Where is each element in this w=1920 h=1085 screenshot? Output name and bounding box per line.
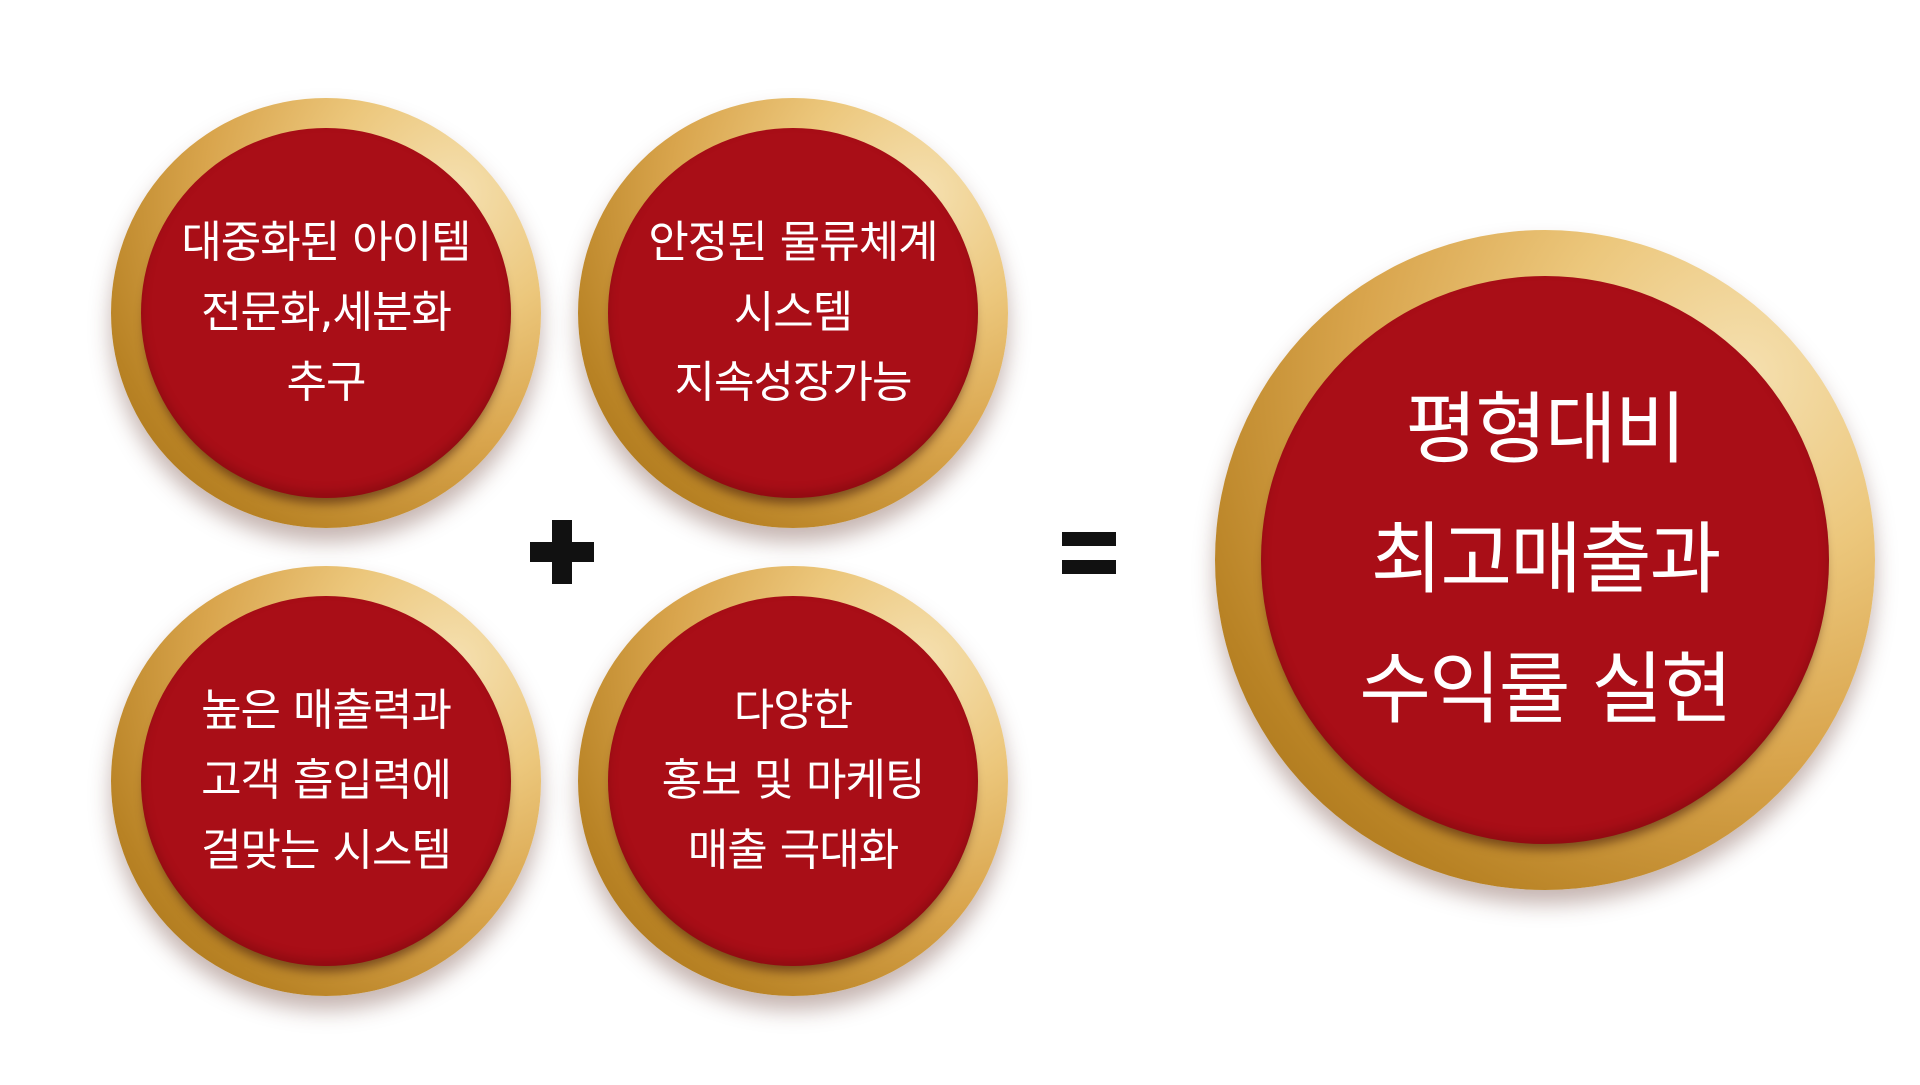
circle-core: 대중화된 아이템 전문화,세분화 추구 [141,128,511,498]
circle-core: 높은 매출력과 고객 흡입력에 걸맞는 시스템 [141,596,511,966]
circle-text-line: 고객 흡입력에 [201,755,452,806]
input-circle-popular-items: 대중화된 아이템 전문화,세분화 추구 [111,98,541,528]
plus-bar-vertical [552,520,572,584]
circle-text-line: 전문화,세분화 [201,287,452,338]
input-circle-logistics-system: 안정된 물류체계 시스템 지속성장가능 [578,98,1008,528]
circle-text-line: 안정된 물류체계 [648,217,938,268]
circle-text-line: 시스템 [733,287,853,338]
circle-text-line: 홍보 및 마케팅 [661,755,926,806]
circle-text-line: 추구 [286,357,367,408]
circle-core: 안정된 물류체계 시스템 지속성장가능 [608,128,978,498]
circle-text-line: 대중화된 아이템 [181,217,471,268]
result-text-line: 평형대비 [1405,385,1686,475]
circle-core: 다양한 홍보 및 마케팅 매출 극대화 [608,596,978,966]
result-circle: 평형대비 최고매출과 수익률 실현 [1215,230,1875,890]
circle-core: 평형대비 최고매출과 수익률 실현 [1261,276,1829,844]
result-text-line: 최고매출과 [1370,515,1722,605]
circle-text-line: 지속성장가능 [674,357,913,408]
input-circle-marketing: 다양한 홍보 및 마케팅 매출 극대화 [578,566,1008,996]
circle-text-line: 높은 매출력과 [201,685,452,736]
circle-text-line: 매출 극대화 [687,825,899,876]
input-circle-sales-power: 높은 매출력과 고객 흡입력에 걸맞는 시스템 [111,566,541,996]
equals-bar-bottom [1062,560,1116,574]
equals-bar-top [1062,532,1116,546]
result-text-line: 수익률 실현 [1359,645,1733,735]
circle-text-line: 다양한 [733,685,853,736]
plus-icon [530,520,594,584]
equals-icon [1062,528,1116,578]
circle-text-line: 걸맞는 시스템 [201,825,452,876]
